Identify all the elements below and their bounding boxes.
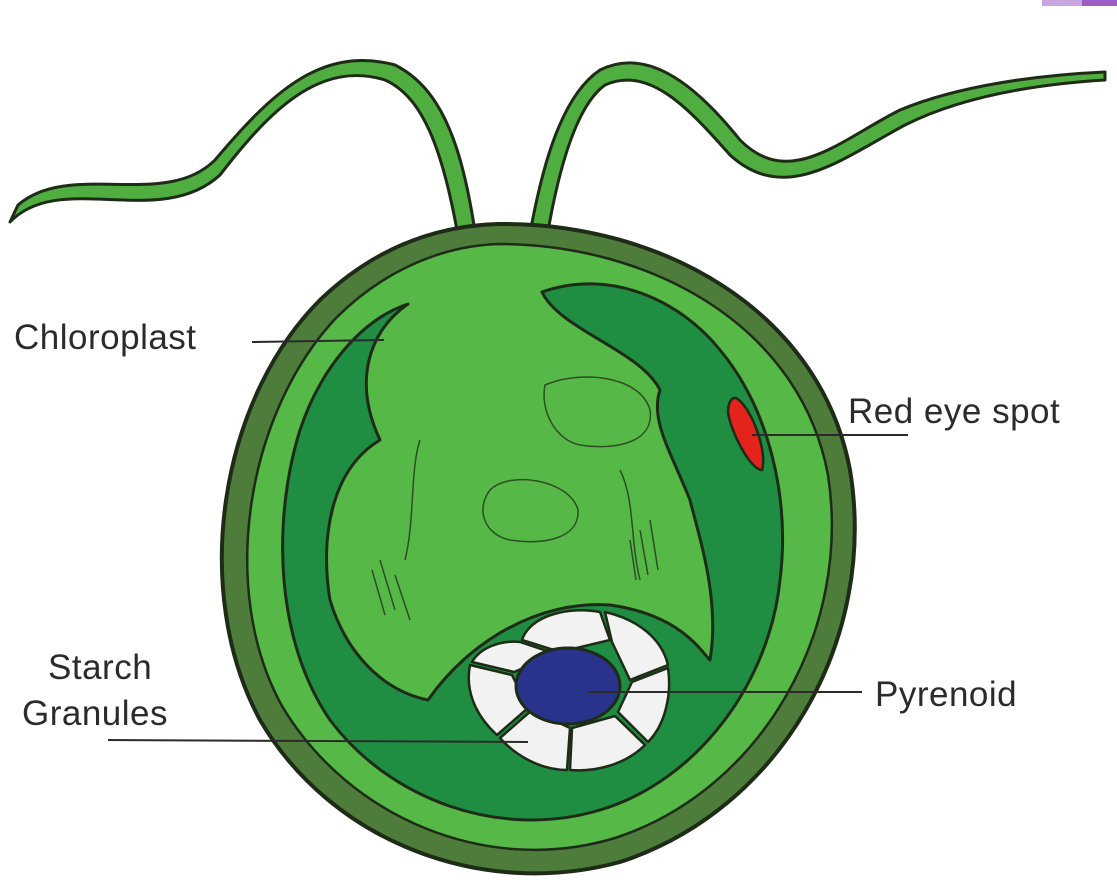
corner-decoration-accent	[1082, 0, 1117, 6]
pyrenoid-label: Pyrenoid	[875, 673, 1017, 717]
starch-granules-label-line2: Granules	[22, 692, 168, 736]
starch-granules-label-line1: Starch	[48, 646, 152, 690]
pyrenoid	[516, 648, 620, 724]
red-eye-spot-label: Red eye spot	[848, 390, 1060, 434]
chloroplast-label: Chloroplast	[14, 316, 197, 360]
